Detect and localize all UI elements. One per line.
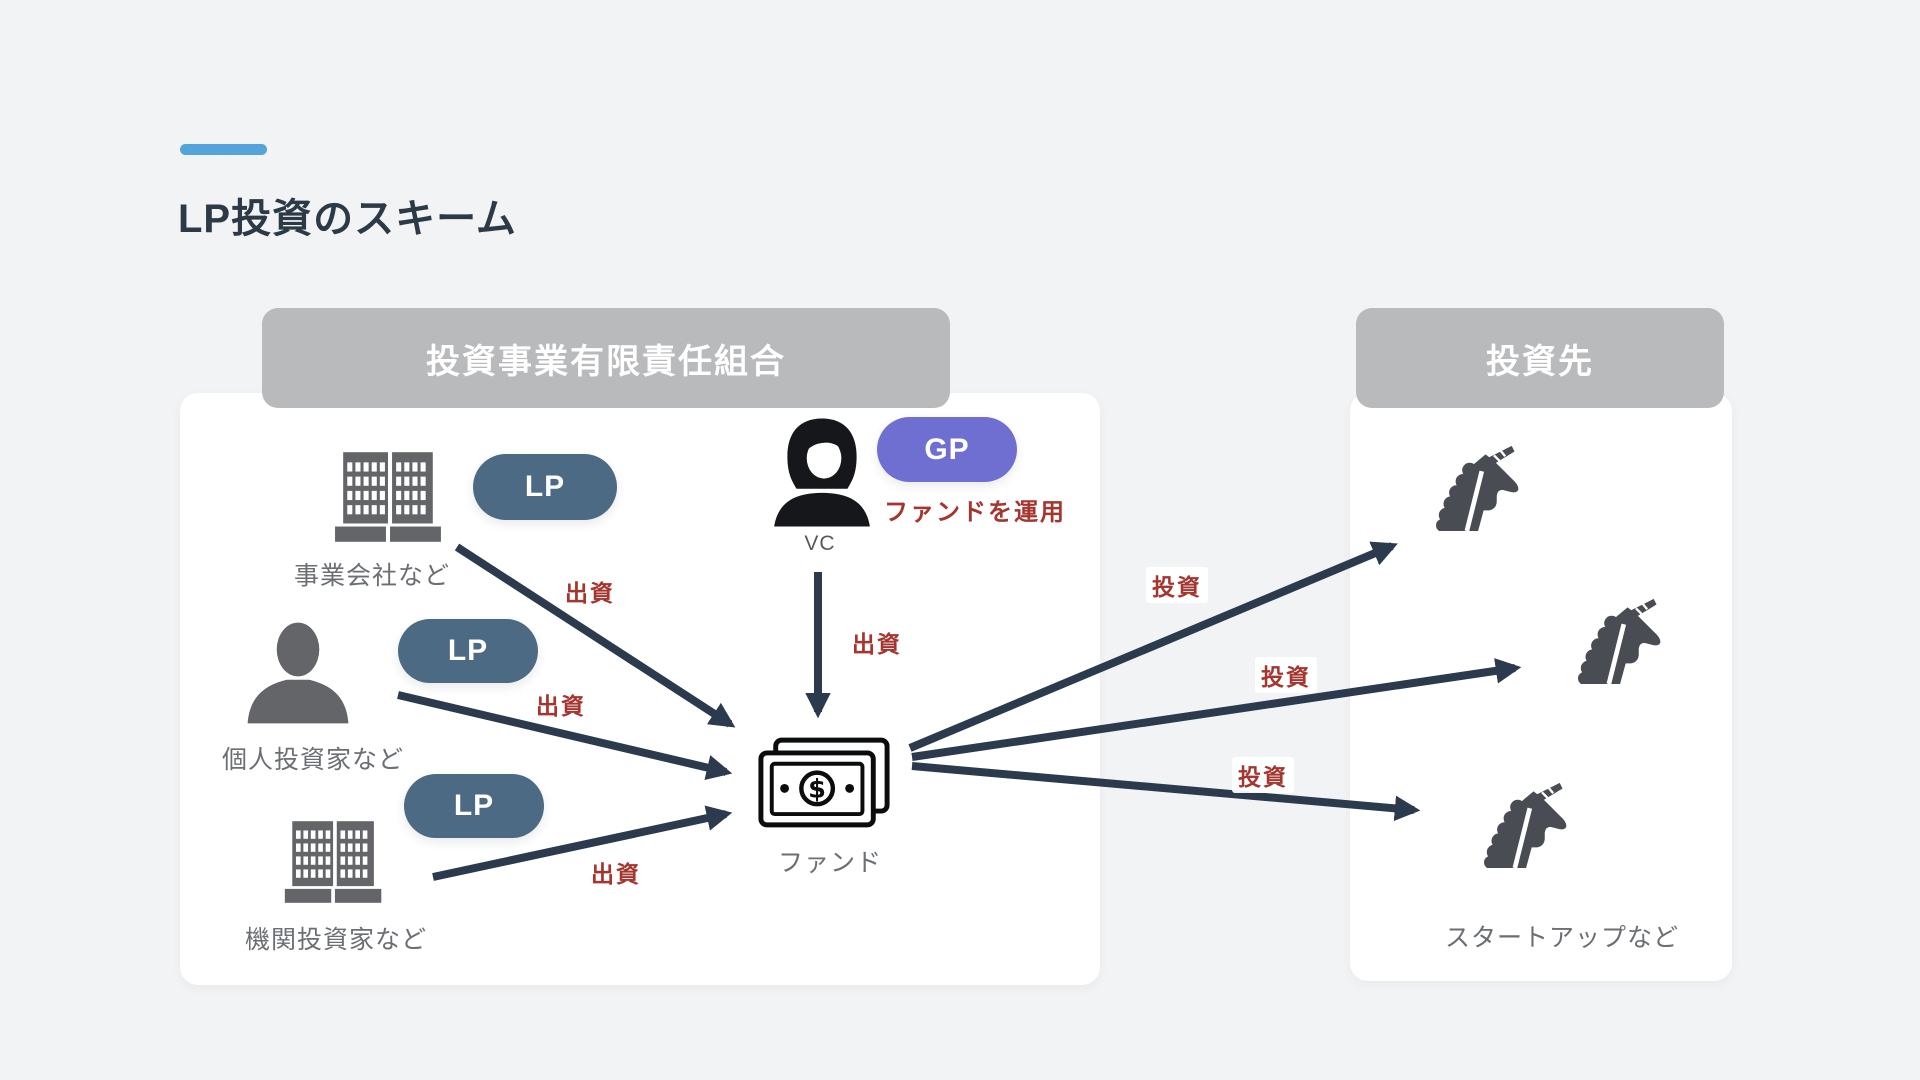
- investees-card: [1350, 393, 1732, 981]
- unicorn-icon: [1474, 782, 1580, 868]
- investment-label-2: 投資: [1255, 657, 1317, 693]
- investment-label-1: 投資: [1146, 567, 1208, 603]
- office-building-icon: [333, 452, 445, 542]
- partnership-header: 投資事業有限責任組合: [262, 308, 950, 408]
- lp-badge-1: LP: [473, 454, 617, 520]
- contribution-label-2: 出資: [530, 686, 592, 722]
- lp-badge-2: LP: [398, 619, 538, 683]
- investor-label-individual: 個人投資家など: [221, 746, 405, 774]
- banknote-icon: [755, 736, 893, 830]
- office-building-icon: [283, 820, 385, 904]
- gp-role-note: ファンドを運用: [884, 499, 1066, 526]
- gp-badge: GP: [877, 417, 1017, 482]
- investees-header: 投資先: [1356, 308, 1724, 408]
- page-title: LP投資のスキーム: [178, 197, 517, 241]
- investor-label-institutional: 機関投資家など: [244, 926, 428, 954]
- contribution-label-1: 出資: [559, 573, 621, 609]
- title-accent-bar: [180, 144, 267, 155]
- contribution-label-vc: 出資: [846, 624, 908, 660]
- vc-woman-icon: [766, 416, 878, 529]
- unicorn-icon: [1426, 445, 1532, 531]
- person-icon: [242, 622, 354, 724]
- investor-label-business: 事業会社など: [293, 562, 451, 590]
- investment-label-3: 投資: [1232, 757, 1294, 793]
- investees-label: スタートアップなど: [1444, 924, 1680, 952]
- fund-label: ファンド: [777, 849, 883, 877]
- unicorn-icon: [1568, 598, 1674, 684]
- lp-badge-3: LP: [404, 774, 544, 838]
- vc-label: VC: [804, 532, 836, 555]
- contribution-label-3: 出資: [585, 854, 647, 890]
